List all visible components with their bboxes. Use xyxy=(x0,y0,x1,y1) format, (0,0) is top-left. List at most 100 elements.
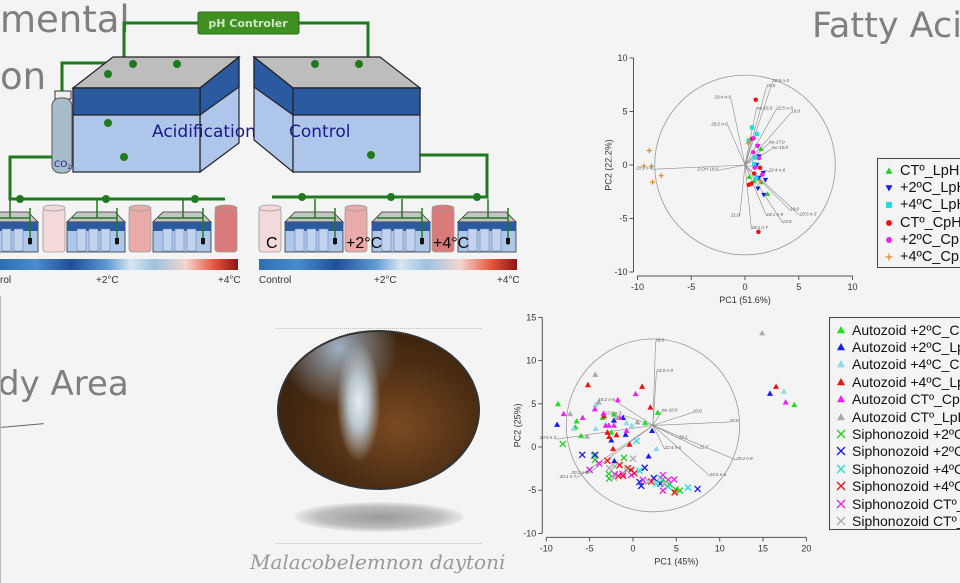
loading-label: 20:0 xyxy=(692,408,702,413)
x-tick-label: 0 xyxy=(742,282,747,292)
data-point xyxy=(759,329,766,336)
loading-label: 24:5 n-6 xyxy=(709,472,727,477)
loading-vector xyxy=(652,425,710,477)
loading-label: 20:4 n-6 xyxy=(714,95,732,100)
data-point xyxy=(606,433,613,440)
co2-cylinder-icon: CO2 xyxy=(51,90,73,174)
data-point xyxy=(756,229,761,235)
data-point xyxy=(629,455,637,463)
legend-item: +4ºC_CpH xyxy=(884,248,960,265)
loading-vector xyxy=(652,164,746,170)
experimental-units xyxy=(0,199,517,253)
legend-label: Siphonozoid +2ºC_LpH xyxy=(852,443,960,460)
data-point xyxy=(611,462,619,470)
legend-marker xyxy=(886,236,892,243)
loading-label: 24:0 n-9 xyxy=(655,368,673,373)
data-point xyxy=(649,427,656,433)
legend-item: Autozoid CTº_LpH xyxy=(836,408,960,425)
svg-text:CO2: CO2 xyxy=(54,160,71,171)
data-point xyxy=(641,464,649,472)
loading-vector xyxy=(739,164,746,217)
small-tank xyxy=(152,199,212,253)
legend-label: Autozoid +2ºC_CpH xyxy=(852,321,960,338)
reservoir-cylinder xyxy=(214,204,238,253)
data-point xyxy=(626,441,633,447)
data-point xyxy=(605,464,613,472)
data-point xyxy=(559,440,567,448)
legend-item: Autozoid +4ºC_CpH xyxy=(836,356,960,373)
legend-item: +2ºC_CpH xyxy=(884,231,960,248)
loading-label: 14:0 xyxy=(783,219,792,224)
data-point xyxy=(639,383,646,389)
data-point xyxy=(600,410,607,416)
data-point xyxy=(608,429,615,435)
loading-label: 22:6 n-3 xyxy=(604,411,622,416)
y-tick-label: 5 xyxy=(622,107,627,117)
data-point xyxy=(660,480,668,488)
data-point xyxy=(646,147,652,154)
data-point xyxy=(658,173,664,179)
data-point xyxy=(614,472,622,480)
legend-marker xyxy=(836,464,846,474)
data-point xyxy=(746,182,751,188)
legend-item: Autozoid +2ºC_LpH xyxy=(836,338,960,355)
pipe-joints xyxy=(16,60,481,203)
y-axis-label: PC2 (22.2%) xyxy=(604,139,614,191)
loading-vector xyxy=(727,125,746,166)
data-point xyxy=(649,179,656,185)
legend-marker-icon xyxy=(885,185,893,192)
data-point xyxy=(637,482,645,490)
legend-marker xyxy=(837,360,845,368)
loading-vector xyxy=(744,143,769,166)
legend-marker-icon xyxy=(885,253,893,261)
loading-label: 22:6 n-3 xyxy=(771,78,789,83)
data-point xyxy=(751,136,756,141)
data-point xyxy=(636,467,643,475)
loading-vector xyxy=(652,341,656,426)
data-point xyxy=(753,97,758,102)
x-tick-label: 10 xyxy=(715,543,725,553)
data-point xyxy=(591,405,598,412)
legend-item: +2ºC_LpH xyxy=(884,179,960,196)
correlation-circle xyxy=(565,338,741,513)
x-tick-label: 5 xyxy=(796,282,801,292)
x-tick-label: -10 xyxy=(631,282,644,292)
legend-item: Siphonozoid CTº_LpH xyxy=(836,512,960,529)
data-point xyxy=(639,476,647,484)
data-point xyxy=(605,422,612,428)
data-point xyxy=(610,474,618,482)
loading-label: 21:0 xyxy=(730,212,740,217)
legend-label: +4ºC_LpH xyxy=(900,197,960,214)
experimental-setup-diagram: Acidification Control pH Controler CO2 r… xyxy=(0,11,520,286)
legend-marker-icon xyxy=(836,516,846,526)
control-tank xyxy=(252,55,422,174)
legend-marker-icon xyxy=(837,343,845,351)
data-point xyxy=(645,453,652,459)
data-point xyxy=(577,432,584,439)
bar-left-label-4c: +4°C xyxy=(218,275,241,286)
loading-label: 20:4 n-6 xyxy=(735,456,753,461)
temperature-bar-right xyxy=(259,259,517,270)
data-point xyxy=(614,396,621,403)
species-caption: Malacobelemnon daytoni xyxy=(250,550,506,574)
data-point xyxy=(752,165,757,170)
legend-label: Autozoid +2ºC_LpH xyxy=(852,339,960,356)
data-point xyxy=(554,421,561,427)
data-point xyxy=(578,451,586,459)
data-point xyxy=(584,381,591,388)
data-point xyxy=(624,464,632,472)
reservoir-label-control: C xyxy=(266,235,278,252)
data-point xyxy=(611,457,618,464)
data-point xyxy=(573,418,580,424)
data-point xyxy=(622,431,629,437)
bar-right-label-control: Control xyxy=(259,275,291,286)
data-point xyxy=(645,478,653,486)
legend-item: Siphonozoid +2ºC_LpH xyxy=(836,443,960,460)
legend-label: Siphonozoid +4ºC_LpH xyxy=(852,478,960,495)
data-point xyxy=(592,425,599,431)
legend-marker-icon xyxy=(836,481,846,491)
loading-vector xyxy=(556,425,653,440)
legend-item: CTº_LpH xyxy=(884,162,960,179)
